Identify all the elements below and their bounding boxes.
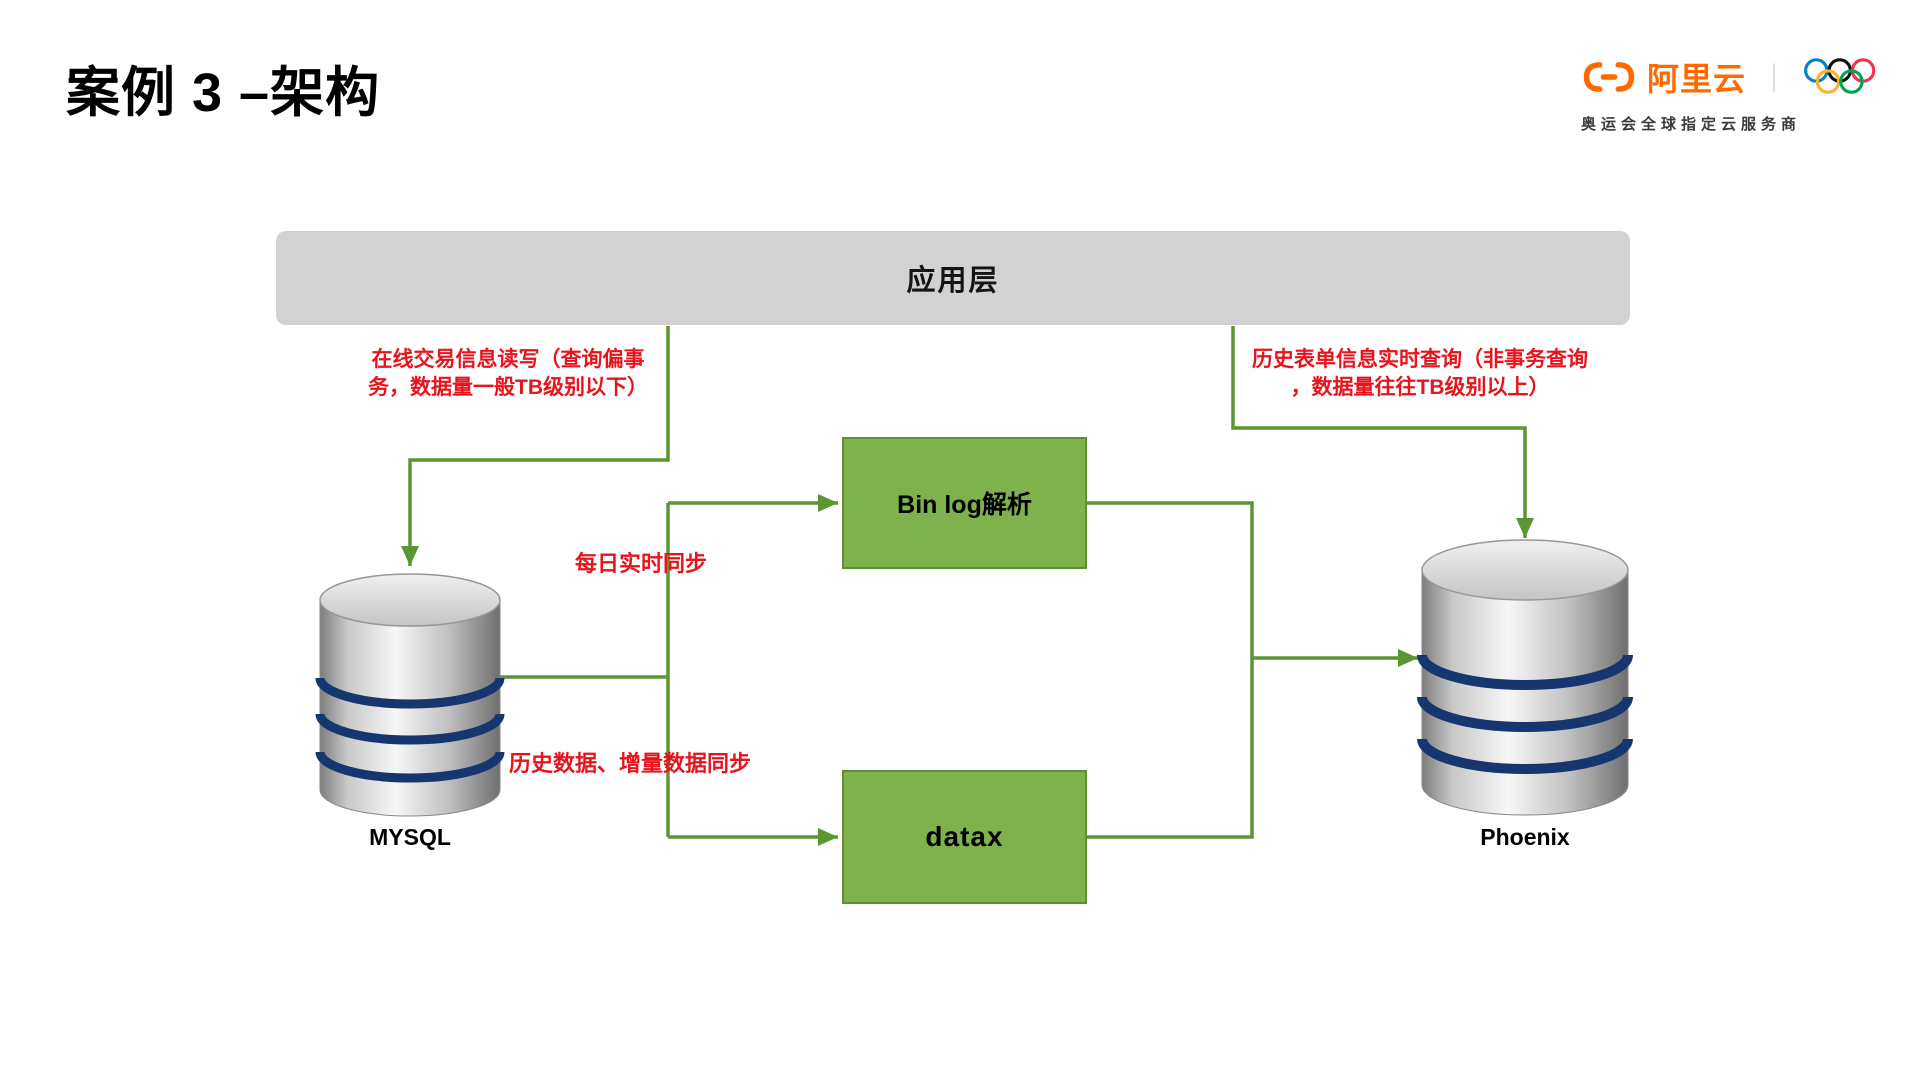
brand-divider: ｜ <box>1759 63 1788 94</box>
binlog-node-label: Bin log解析 <box>897 491 1032 519</box>
app-layer-label: 应用层 <box>906 265 1000 297</box>
right-note: 历史表单信息实时查询（非事务查询 ，数据量往往TB级别以上） <box>1200 346 1640 402</box>
brand-name: 阿里云 <box>1646 61 1746 97</box>
datax-node: datax <box>842 770 1087 904</box>
edge-app-to-phoenix <box>1231 326 1534 538</box>
edge-datax-out <box>1087 658 1254 839</box>
page-title: 案例 3 –架构 <box>66 63 381 123</box>
brand-header: 阿里云 ｜ 奥运会全球指定云服务商 <box>1581 54 1880 134</box>
alibaba-cloud-logo-icon <box>1583 62 1635 92</box>
edge-app-to-mysql <box>401 326 670 566</box>
right-note-line2: ，数据量往往TB级别以上） <box>1290 376 1550 399</box>
left-note-line1: 在线交易信息读写（查询偏事 <box>371 348 645 371</box>
mysql-database-icon <box>315 573 505 817</box>
binlog-node: Bin log解析 <box>842 437 1087 569</box>
edge-label-daily-sync: 每日实时同步 <box>575 551 708 576</box>
mysql-label: MYSQL <box>369 824 451 850</box>
datax-node-label: datax <box>925 821 1004 852</box>
edge-label-history-sync: 历史数据、增量数据同步 <box>509 751 752 776</box>
right-note-line1: 历史表单信息实时查询（非事务查询 <box>1252 348 1588 371</box>
left-note: 在线交易信息读写（查询偏事 务，数据量一般TB级别以下） <box>330 346 686 402</box>
left-note-line2: 务，数据量一般TB级别以下） <box>368 376 648 399</box>
brand-tagline: 奥运会全球指定云服务商 <box>1580 116 1801 133</box>
app-layer-bar: 应用层 <box>276 231 1630 325</box>
olympic-rings-icon <box>1804 58 1876 94</box>
phoenix-label: Phoenix <box>1480 824 1570 850</box>
phoenix-database-icon <box>1417 539 1633 816</box>
brand-row: 阿里云 ｜ <box>1581 54 1880 100</box>
edge-binlog-out <box>1087 501 1254 658</box>
